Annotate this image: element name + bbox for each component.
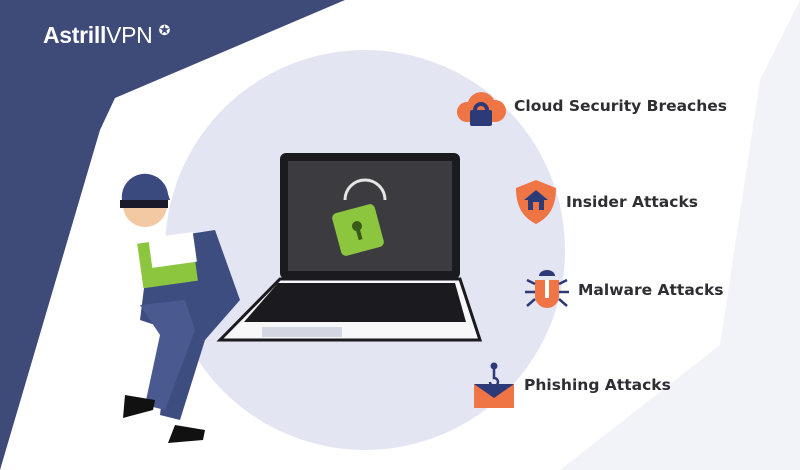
shield-home-icon [516,180,556,224]
lock-icon [332,178,387,256]
threat-label: Cloud Security Breaches [514,97,728,115]
threat-insider: Insider Attacks [514,178,698,226]
threat-malware: Malware Attacks [524,266,724,314]
threat-cloud-security: Cloud Security Breaches [456,84,727,128]
threat-label: Malware Attacks [578,281,724,299]
brand-name-light: VPN [106,22,153,48]
brand-name-bold: Astrill [43,22,107,48]
astrillvpn-logo[interactable]: AstrillVPN ✪ [43,22,170,49]
threat-label: Phishing Attacks [524,376,671,394]
right-gray-shape [560,0,800,470]
star-circle-icon: ✪ [158,22,171,38]
thief-figure [120,173,240,443]
threat-phishing: Phishing Attacks [472,360,671,410]
navy-corner-shape [0,0,345,470]
cloud-lock-icon [457,92,506,126]
threat-label: Insider Attacks [566,193,698,211]
bug-icon [525,270,569,308]
envelope-hook-icon [474,362,514,408]
